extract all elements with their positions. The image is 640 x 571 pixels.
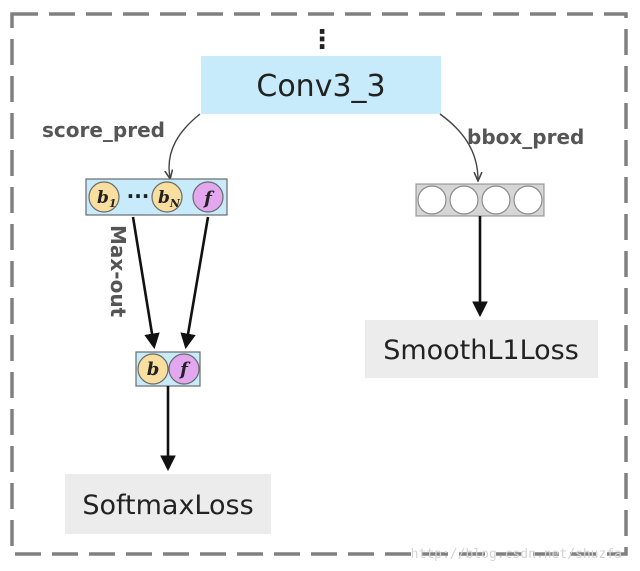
maxout-label: Max-out: [106, 225, 130, 318]
bN-circle: [151, 181, 183, 213]
conv3-3-box: [201, 56, 441, 114]
bN-symbol: bN: [158, 188, 181, 210]
softmax-loss-label: SoftmaxLoss: [82, 490, 253, 521]
f-circle: [192, 181, 224, 213]
watermark: http://blog.csdn.net/shuzfa: [411, 547, 622, 562]
softmax-loss-box: [65, 474, 271, 534]
bbox-strip: [415, 183, 545, 217]
pooled-b-circle: [137, 353, 169, 385]
bbox-circle-4: [513, 185, 543, 215]
conv3-3-node: Conv3_3: [201, 56, 441, 114]
conv3-3-label: Conv3_3: [256, 69, 385, 104]
dashed-frame: [10, 12, 628, 556]
score-pred-label: score_pred: [42, 118, 165, 142]
smoothl1-loss-label: SmoothL1Loss: [383, 335, 579, 366]
smoothl1-loss-node: SmoothL1Loss: [365, 320, 598, 378]
bbox-pred-edge: [439, 113, 478, 180]
b1-symbol: b1: [97, 188, 117, 210]
bbox-pred-label: bbox_pred: [467, 125, 584, 149]
score-pred-edge: [169, 113, 201, 178]
bbox-circle-2: [449, 185, 479, 215]
softmax-loss-node: SoftmaxLoss: [65, 474, 271, 534]
smoothl1-loss-box: [365, 320, 598, 378]
b1-circle: [88, 181, 120, 213]
score-strip: b1 ··· bN f: [85, 178, 228, 216]
pooled-b-symbol: b: [147, 359, 160, 380]
strip-dots: ···: [127, 184, 150, 208]
vertical-ellipsis: ⋮: [309, 25, 335, 55]
pooled-f-circle: [168, 353, 200, 385]
f-pass-arrow: [180, 216, 210, 350]
pooled-pair: b f: [135, 351, 201, 387]
bbox-circle-1: [417, 185, 447, 215]
b-maxout-arrow: [131, 216, 160, 350]
bbox-circle-3: [481, 185, 511, 215]
